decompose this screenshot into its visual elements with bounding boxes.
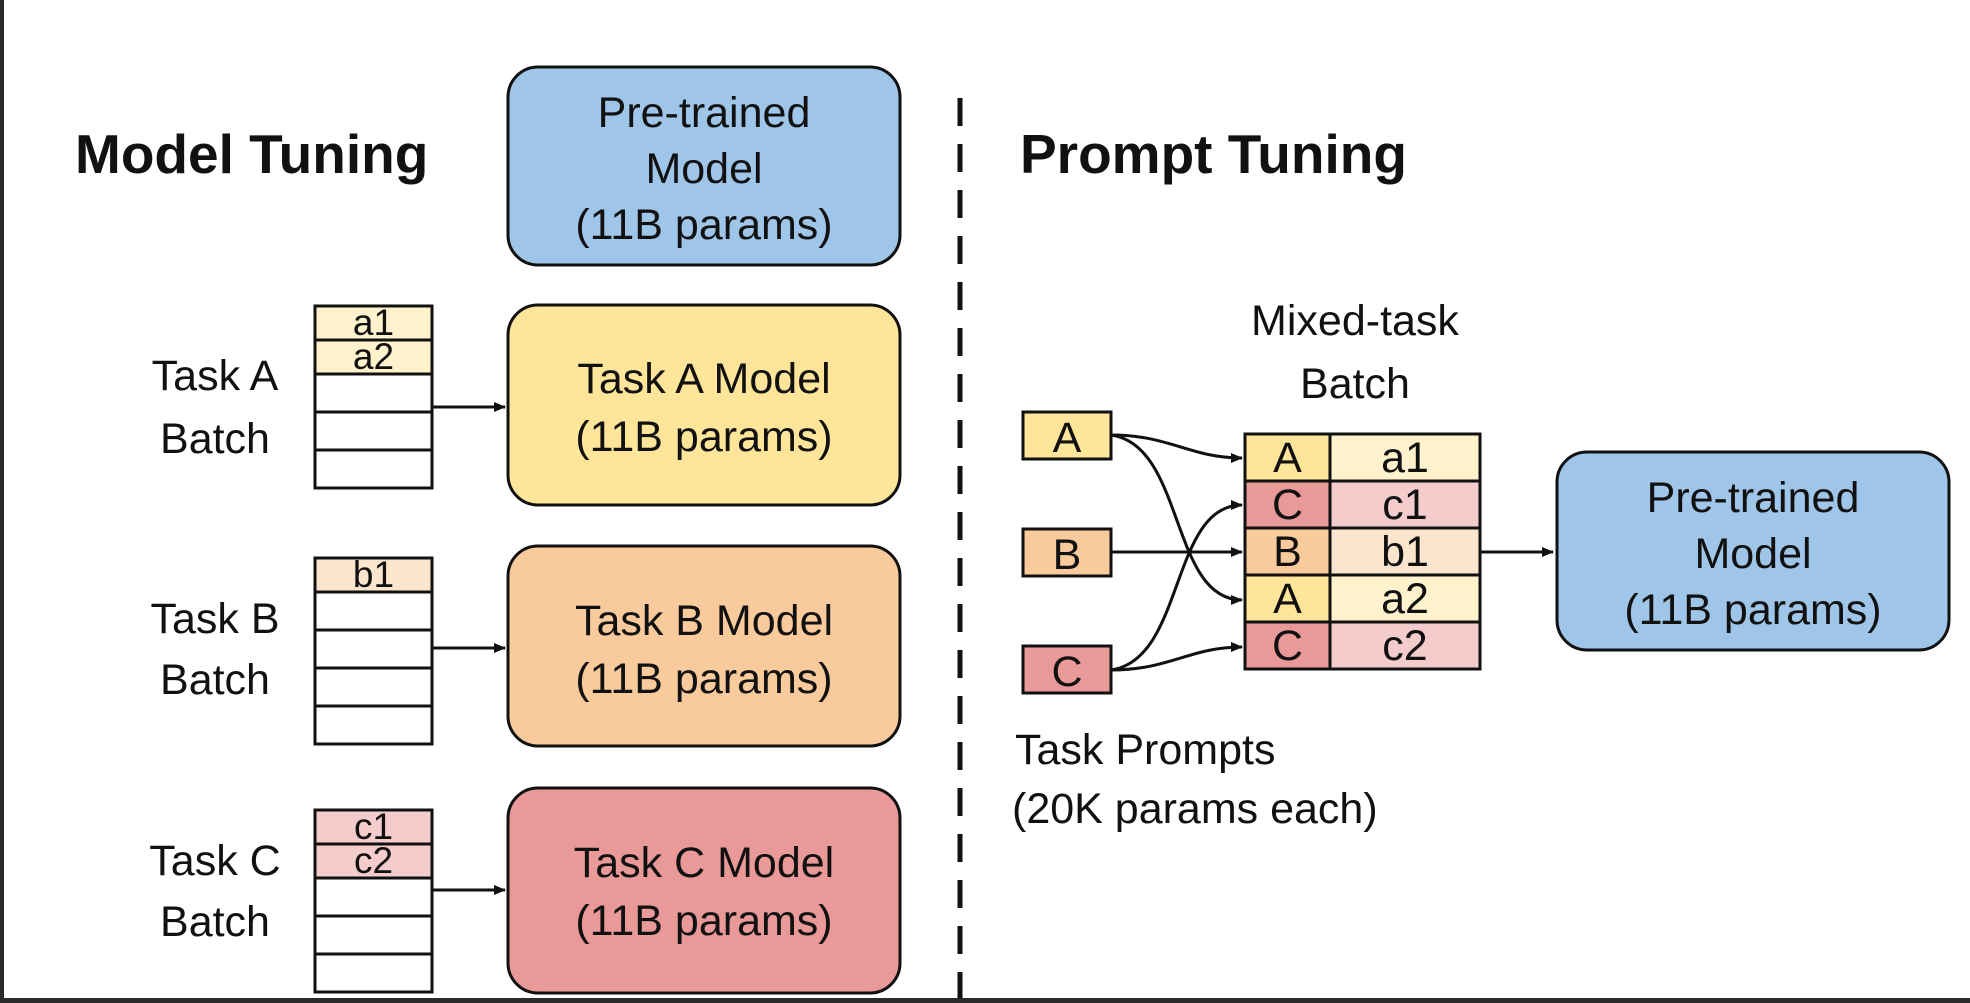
batch-empty-slot	[313, 448, 434, 490]
mixed-row-prompt-letter: C	[1272, 622, 1303, 670]
task-prompts-caption-line-2: (20K params each)	[1012, 785, 1378, 833]
batch-item-cell	[313, 304, 434, 342]
batch-item-cell	[313, 808, 434, 846]
pretrained-left-line-2: Model	[645, 145, 762, 193]
task-b-model-line-2: (11B params)	[575, 655, 832, 703]
mixed-row-prompt-letter: A	[1273, 575, 1302, 623]
batch-empty-slot	[313, 628, 434, 670]
task-b-batch-label-line-1: Task B	[150, 595, 279, 643]
mixed-task-batch-label-line-2: Batch	[1300, 360, 1410, 408]
batch-item-label: a1	[353, 302, 394, 343]
batch-item-label: c1	[354, 806, 393, 847]
prompt-b-box	[1021, 527, 1113, 578]
task-c-batch-label-line-1: Task C	[149, 837, 280, 885]
batch-empty-slot	[313, 410, 434, 452]
task-b-batch-stack: b1	[313, 554, 434, 746]
task-prompts-caption-line-1: Task Prompts	[1015, 726, 1275, 774]
task-a-model-line-1: Task A Model	[577, 355, 830, 403]
route-a-to-row-4	[1110, 433, 1243, 605]
batch-empty-slot	[313, 914, 434, 956]
mixed-row-example-cell	[1328, 432, 1482, 483]
mixed-row-example-label: b1	[1381, 528, 1429, 576]
mixed-row-example-label: c1	[1382, 481, 1427, 529]
prompt-routing-curves	[1110, 433, 1243, 672]
batch-item-label: c2	[354, 840, 393, 881]
batch-item-label: a2	[353, 336, 394, 377]
mixed-row-prompt-letter: B	[1273, 528, 1302, 576]
task-a-model-line-2: (11B params)	[575, 413, 832, 461]
task-b-model-line-1: Task B Model	[575, 597, 833, 645]
prompt-a-letter: A	[1053, 414, 1082, 462]
prompt-c-letter: C	[1051, 648, 1082, 696]
task-c-model-line-2: (11B params)	[575, 897, 832, 945]
pretrained-model-box-right: Pre-trained Model (11B params)	[1555, 450, 1951, 652]
pretrained-right-line-2: Model	[1694, 530, 1811, 578]
batch-item-label: b1	[353, 554, 394, 595]
batch-empty-slot	[313, 590, 434, 632]
mixed-row-example-cell	[1328, 620, 1482, 671]
prompt-a-box	[1021, 410, 1113, 461]
batch-empty-slot	[313, 372, 434, 414]
task-a-model-box	[506, 303, 902, 507]
mixed-row-prompt-cell	[1243, 432, 1332, 483]
task-b-batch-label-line-2: Batch	[160, 656, 270, 704]
batch-empty-slot	[313, 876, 434, 918]
pretrained-model-box-left: Pre-trained Model (11B params)	[506, 65, 902, 267]
pretrained-model-box-left-shape	[506, 65, 902, 267]
route-c-to-row-5	[1110, 642, 1243, 672]
prompt-b-letter: B	[1053, 531, 1082, 579]
prompt-tuning-heading: Prompt Tuning	[1020, 123, 1407, 185]
task-c-model-box	[506, 786, 902, 995]
route-c-to-row-2	[1110, 500, 1243, 672]
pretrained-left-line-1: Pre-trained	[598, 89, 811, 137]
batch-empty-slot	[313, 704, 434, 746]
mixed-row-example-cell	[1328, 479, 1482, 530]
mixed-row-example-label: c2	[1382, 622, 1427, 670]
mixed-row-prompt-letter: A	[1273, 434, 1302, 482]
task-b-group: Task B Batch b1 Task B Model (11B params…	[150, 544, 902, 748]
mixed-task-batch-label-line-1: Mixed-task	[1251, 297, 1459, 345]
pretrained-right-line-1: Pre-trained	[1647, 474, 1860, 522]
task-b-model-box	[506, 544, 902, 748]
mixed-row-prompt-letter: C	[1272, 481, 1303, 529]
task-prompt-boxes: A B C	[1021, 410, 1113, 696]
route-a-to-row-1	[1110, 433, 1243, 463]
pretrained-right-line-3: (11B params)	[1624, 586, 1881, 634]
pretrained-model-box-right-shape	[1555, 450, 1951, 652]
batch-empty-slot	[313, 666, 434, 708]
task-c-batch-label-line-2: Batch	[160, 898, 270, 946]
task-c-model-line-1: Task C Model	[574, 839, 834, 887]
mixed-row-example-label: a1	[1381, 434, 1429, 482]
mixed-row-prompt-cell	[1243, 479, 1332, 530]
mixed-row-example-cell	[1328, 573, 1482, 624]
task-a-batch-label-line-1: Task A	[152, 352, 279, 400]
batch-empty-slot	[313, 952, 434, 994]
task-a-batch-label-line-2: Batch	[160, 415, 270, 463]
model-tuning-heading: Model Tuning	[75, 123, 428, 185]
pretrained-left-line-3: (11B params)	[575, 201, 832, 249]
mixed-row-example-label: a2	[1381, 575, 1429, 623]
prompt-c-box	[1021, 644, 1113, 695]
